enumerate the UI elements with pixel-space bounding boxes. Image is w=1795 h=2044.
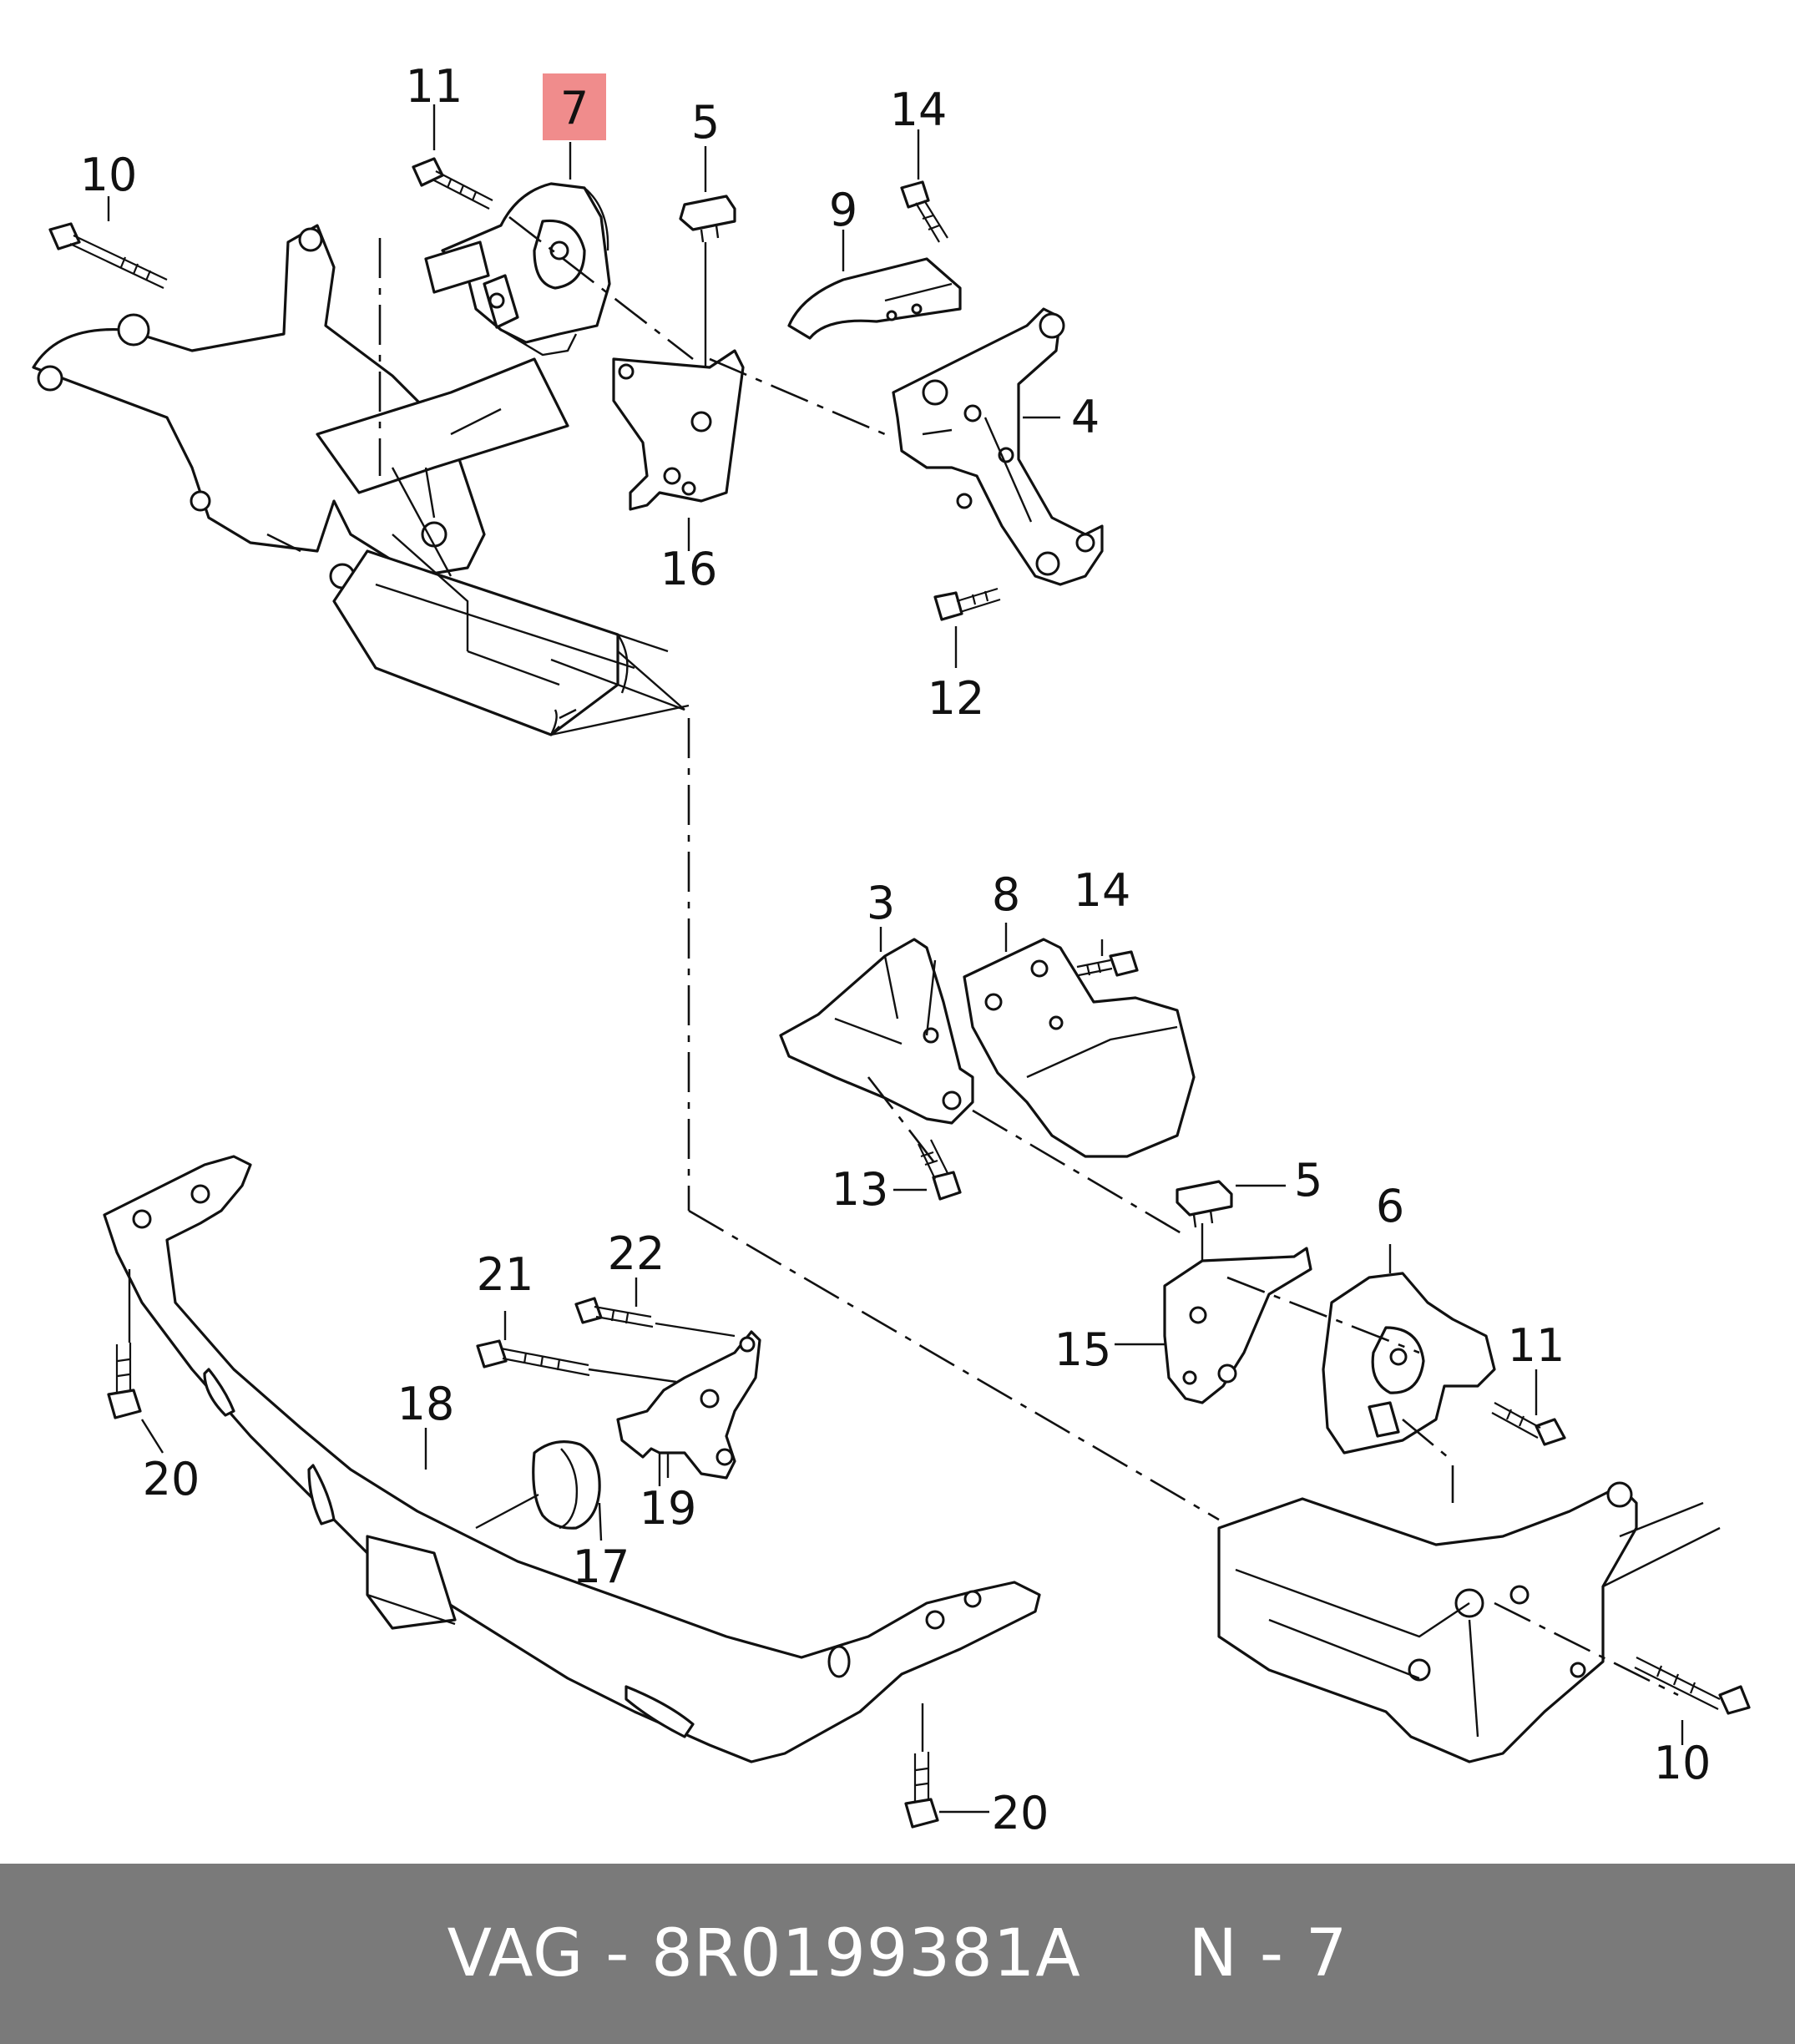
callout-13: 13	[832, 1163, 889, 1216]
bottom-right-subframe-drawing	[1217, 1481, 1721, 1763]
parts-diagram: 7 11 10 5 14 9 4 16 12 3 8 14 13 5 6 15 …	[32, 60, 1751, 1839]
callout-17: 17	[573, 1541, 630, 1593]
bolt-21-drawing	[476, 1311, 677, 1384]
bolt-11-top-drawing	[412, 157, 493, 210]
callout-4: 4	[1071, 391, 1100, 443]
bracket-16-drawing	[612, 349, 745, 511]
bolt-20-left-drawing	[107, 1269, 164, 1454]
callout-10-bottom: 10	[1654, 1737, 1712, 1789]
callout-11-mid: 11	[1508, 1319, 1565, 1372]
callout-20-left: 20	[143, 1453, 200, 1505]
callout-11-top: 11	[406, 60, 463, 113]
callout-5-mid: 5	[1294, 1154, 1322, 1207]
top-leader-lines	[107, 104, 1220, 1521]
callout-22: 22	[608, 1227, 665, 1280]
bushing-17-drawing	[475, 1440, 603, 1541]
bolt-22-drawing	[574, 1278, 736, 1338]
callout-8: 8	[992, 868, 1020, 921]
bolt-14-mid-drawing	[1076, 950, 1139, 977]
callout-12: 12	[928, 672, 985, 725]
bolt-12-drawing	[933, 587, 1001, 621]
engine-mount-7-drawing	[424, 182, 611, 357]
stop-5-mid-drawing	[1176, 1180, 1286, 1290]
bottom-right-dashes	[1226, 1276, 1679, 1697]
part-number-footer: VAG - 8R0199381A N - 7	[0, 1864, 1795, 2044]
bracket-19-drawing	[616, 1330, 761, 1486]
bolt-10-top-drawing	[48, 222, 168, 289]
callout-20-bottom: 20	[992, 1787, 1049, 1839]
callout-21: 21	[477, 1248, 534, 1301]
bolt-11-mid-drawing	[1491, 1369, 1566, 1446]
bolt-10-bottom-drawing	[1634, 1657, 1751, 1745]
callout-14-mid: 14	[1074, 864, 1131, 917]
callout-15: 15	[1054, 1323, 1112, 1376]
callout-3: 3	[867, 877, 895, 929]
shield-9-drawing	[787, 257, 962, 340]
bolt-13-drawing	[918, 1139, 962, 1201]
bracket-3-drawing	[779, 938, 974, 1125]
callout-19: 19	[640, 1482, 697, 1535]
highlight-box	[543, 73, 606, 140]
callout-7: 7	[560, 82, 589, 134]
bracket-4-drawing	[892, 307, 1104, 586]
callout-14-top: 14	[890, 83, 948, 136]
callout-6: 6	[1376, 1180, 1404, 1232]
crossmember-18-drawing	[103, 1155, 1041, 1763]
callout-18: 18	[397, 1378, 455, 1430]
callout-5-top: 5	[691, 96, 720, 149]
callout-9: 9	[829, 184, 857, 236]
bolt-14-top-drawing	[900, 180, 948, 243]
bottom-left-leaders	[424, 1428, 670, 1478]
stop-5-top-drawing	[679, 195, 736, 367]
callout-10-top: 10	[80, 149, 138, 201]
part-number-text: VAG - 8R0199381A N - 7	[447, 1916, 1348, 1991]
engine-mount-6-drawing	[1322, 1244, 1496, 1455]
shield-8-drawing	[963, 938, 1196, 1158]
callout-16: 16	[660, 543, 718, 595]
bolt-20-bottom-drawing	[904, 1703, 989, 1829]
bracket-15-drawing	[1115, 1247, 1312, 1404]
mid-leader-lines	[867, 923, 1186, 1237]
